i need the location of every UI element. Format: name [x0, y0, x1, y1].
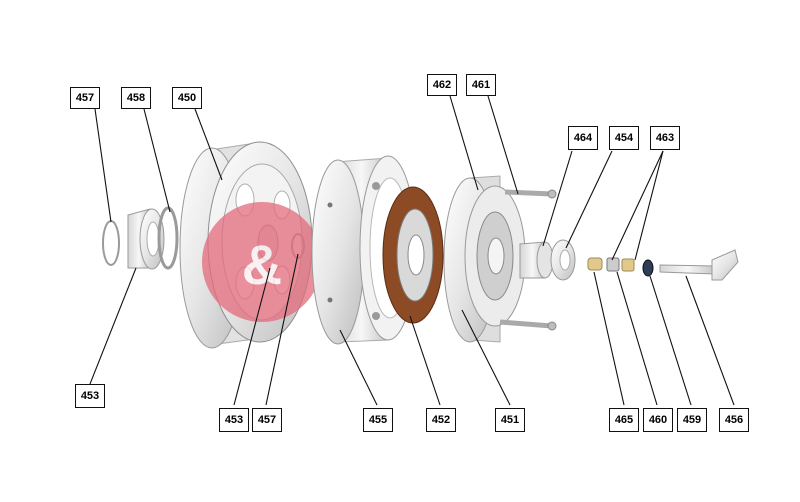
callout-459: 459: [677, 408, 707, 432]
callout-463: 463: [650, 126, 680, 150]
callout-453-bottom: 453: [219, 408, 249, 432]
callout-457-top: 457: [70, 87, 100, 109]
callout-465: 465: [609, 408, 639, 432]
ring-458: [157, 206, 179, 270]
needle-bearing-463: [606, 257, 620, 272]
friction-disc-452: [382, 186, 444, 324]
callout-458: 458: [121, 87, 151, 109]
callout-456: 456: [719, 408, 749, 432]
callout-451: 451: [495, 408, 525, 432]
bearing-453-left: [127, 208, 165, 270]
watermark-logo: &: [202, 202, 322, 322]
shaft-456: [659, 249, 739, 281]
callout-453-bottom-left: 453: [75, 384, 105, 408]
callout-464: 464: [568, 126, 598, 150]
callout-462: 462: [427, 74, 457, 96]
callout-452: 452: [426, 408, 456, 432]
callout-460: 460: [643, 408, 673, 432]
sleeve-465: [587, 257, 603, 271]
callout-454: 454: [609, 126, 639, 150]
svg-text:&: &: [242, 233, 282, 296]
callout-457-bottom: 457: [252, 408, 282, 432]
hub-464: [519, 241, 554, 279]
callout-455: 455: [363, 408, 393, 432]
leader-lines: [89, 95, 735, 406]
callout-461: 461: [466, 74, 496, 96]
oring-459: [642, 259, 654, 277]
bushing-460: [621, 258, 635, 272]
bearing-454: [550, 239, 576, 281]
callout-450: 450: [172, 87, 202, 109]
pressure-plate-451: [443, 175, 557, 343]
snap-ring-457-left: [102, 220, 120, 266]
